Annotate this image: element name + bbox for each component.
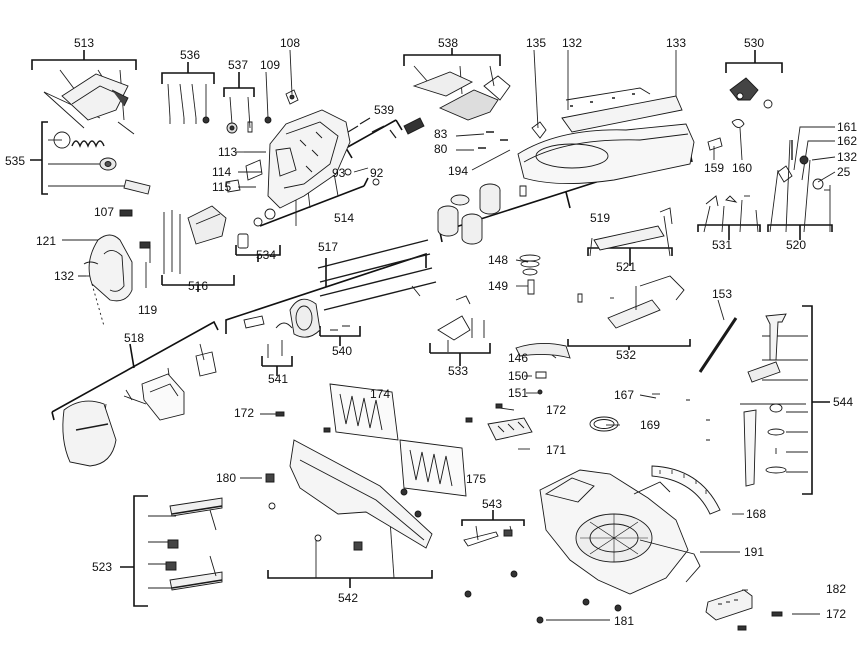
callout-538: 538	[438, 36, 459, 50]
callout-146: 146	[508, 351, 529, 365]
callout-159: 159	[704, 161, 725, 175]
callout-119: 119	[138, 303, 158, 317]
callout-520: 520	[786, 238, 807, 252]
callout-539: 539	[374, 103, 395, 117]
callout-162: 162	[837, 134, 858, 148]
callout-150: 150	[508, 369, 529, 383]
callout-530: 530	[744, 36, 765, 50]
callout-167: 167	[614, 388, 635, 402]
part-drawings	[43, 71, 830, 631]
callout-172-b: 172	[546, 403, 567, 417]
callout-536: 536	[180, 48, 201, 62]
callout-519: 519	[590, 211, 611, 225]
callout-169: 169	[640, 418, 661, 432]
callout-174: 174	[370, 387, 391, 401]
callout-513: 513	[74, 36, 95, 50]
callout-108: 108	[280, 36, 301, 50]
callout-514: 514	[334, 211, 355, 225]
leader-lines	[43, 49, 836, 621]
callout-133: 133	[666, 36, 687, 50]
callout-132-a: 132	[562, 36, 583, 50]
callout-181: 181	[614, 614, 635, 628]
callout-541: 541	[268, 372, 289, 386]
callout-113: 113	[218, 145, 238, 159]
callout-114: 114	[212, 165, 232, 179]
callout-172-a: 172	[234, 406, 255, 420]
callout-161: 161	[837, 120, 858, 134]
callout-109: 109	[260, 58, 281, 72]
callout-533: 533	[448, 364, 469, 378]
callout-523: 523	[92, 560, 113, 574]
callout-160: 160	[732, 161, 753, 175]
callout-121: 121	[36, 234, 57, 248]
callout-132-c: 132	[54, 269, 75, 283]
callout-151: 151	[508, 386, 529, 400]
callout-516: 516	[188, 279, 209, 293]
callout-25: 25	[837, 165, 851, 179]
callout-544: 544	[833, 395, 854, 409]
callout-80: 80	[434, 142, 448, 156]
callout-180: 180	[216, 471, 237, 485]
callout-135: 135	[526, 36, 547, 50]
callout-171: 171	[546, 443, 567, 457]
callout-83: 83	[434, 127, 448, 141]
callout-153: 153	[712, 287, 733, 301]
callout-132-b: 132	[837, 150, 858, 164]
callout-191: 191	[744, 545, 765, 559]
callout-182: 182	[826, 582, 847, 596]
callout-172-c: 172	[826, 607, 847, 621]
callout-531: 531	[712, 238, 733, 252]
callout-518: 518	[124, 331, 145, 345]
callout-534: 534	[256, 248, 277, 262]
callout-532: 532	[616, 348, 637, 362]
bracket-lines	[30, 48, 833, 607]
callout-521: 521	[616, 260, 637, 274]
callout-537: 537	[228, 58, 249, 72]
callout-543: 543	[482, 497, 503, 511]
callout-93: 93	[332, 166, 346, 180]
callout-517: 517	[318, 240, 339, 254]
callout-535: 535	[5, 154, 26, 168]
callout-115: 115	[212, 180, 232, 194]
callout-175: 175	[466, 472, 487, 486]
callout-149: 149	[488, 279, 509, 293]
callout-542: 542	[338, 591, 359, 605]
callout-107: 107	[94, 205, 115, 219]
callout-540: 540	[332, 344, 353, 358]
callout-92: 92	[370, 166, 384, 180]
callout-194: 194	[448, 164, 469, 178]
callout-168: 168	[746, 507, 767, 521]
callout-148: 148	[488, 253, 509, 267]
